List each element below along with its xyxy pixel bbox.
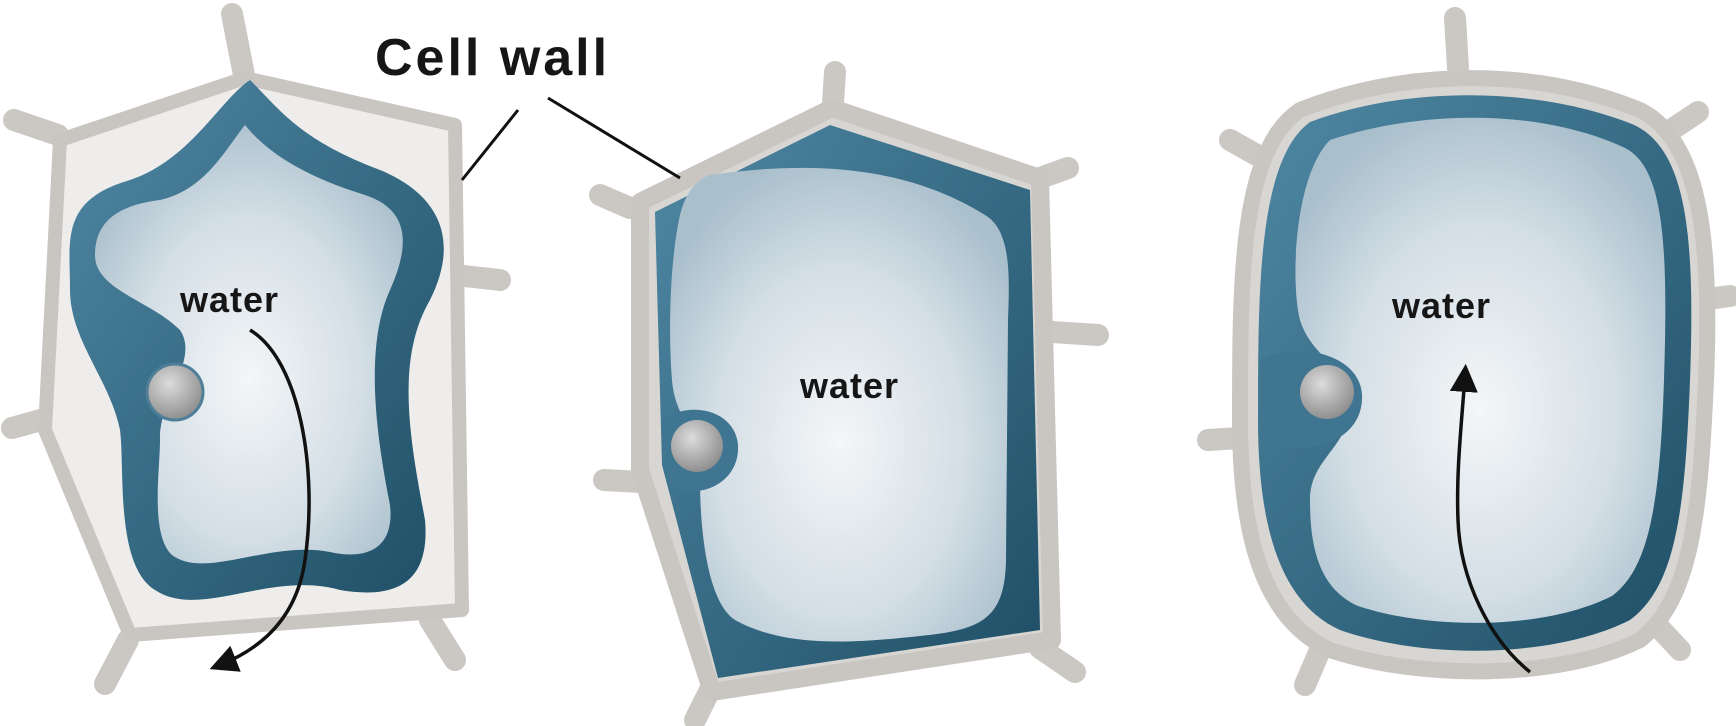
callout-line-middle	[548, 98, 680, 178]
cell-right: water	[1208, 18, 1730, 685]
callout-line-left	[462, 110, 518, 180]
nucleus-left	[147, 364, 203, 420]
cell-middle: water	[600, 72, 1098, 720]
water-label-left: water	[179, 279, 279, 320]
nucleus-right	[1300, 365, 1354, 419]
cell-left: water	[12, 14, 500, 684]
nucleus-middle	[671, 420, 723, 472]
water-label-middle: water	[799, 365, 899, 406]
water-label-right: water	[1391, 285, 1491, 326]
cell-wall-label: Cell wall	[375, 29, 610, 87]
